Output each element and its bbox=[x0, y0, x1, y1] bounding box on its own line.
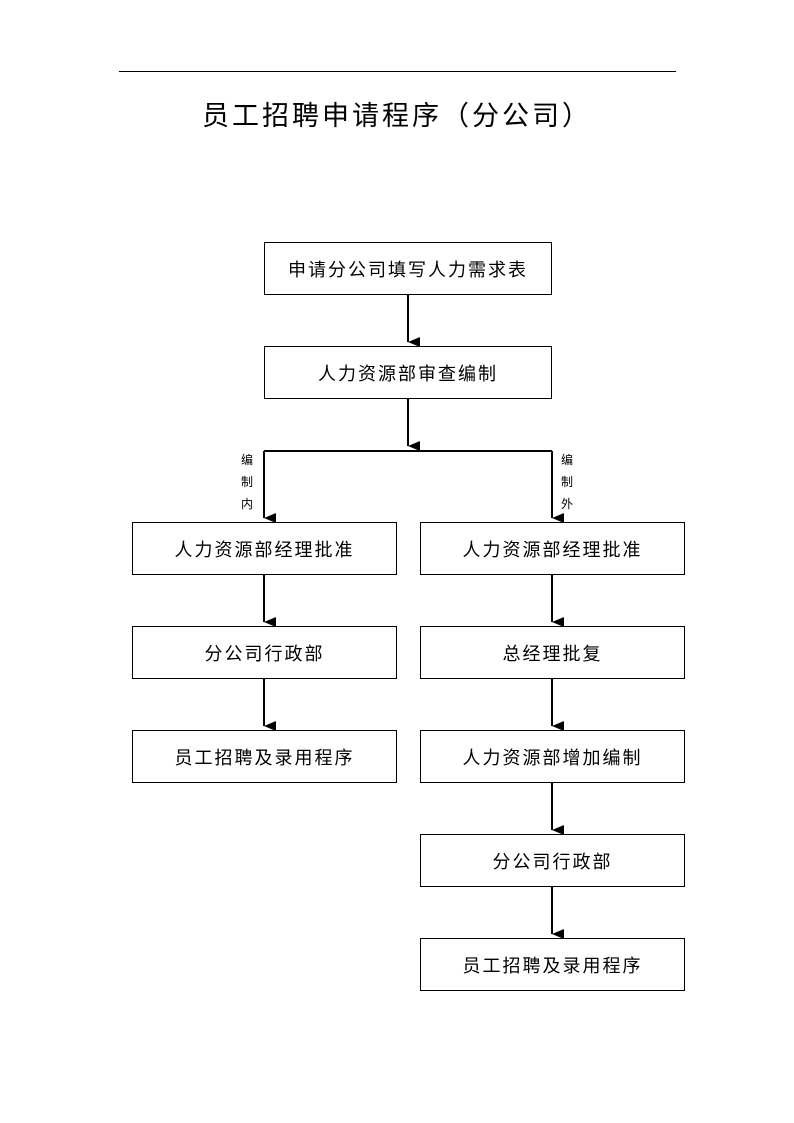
branch-label-in-quota: 编制内 bbox=[240, 453, 253, 511]
node-right-hr-manager-approval: 人力资源部经理批准 bbox=[420, 522, 685, 575]
node-left-branch-admin: 分公司行政部 bbox=[132, 626, 397, 679]
node-right-branch-admin: 分公司行政部 bbox=[420, 834, 685, 887]
page-title: 员工招聘申请程序（分公司） bbox=[202, 101, 592, 132]
node-right-recruitment-procedure: 员工招聘及录用程序 bbox=[420, 938, 685, 991]
node-apply-demand-form: 申请分公司填写人力需求表 bbox=[264, 242, 552, 295]
branch-label-over-quota: 编制外 bbox=[560, 453, 573, 511]
node-left-recruitment-procedure: 员工招聘及录用程序 bbox=[132, 730, 397, 783]
node-left-hr-manager-approval: 人力资源部经理批准 bbox=[132, 522, 397, 575]
node-right-gm-approval: 总经理批复 bbox=[420, 626, 685, 679]
node-right-hr-add-quota: 人力资源部增加编制 bbox=[420, 730, 685, 783]
header-rule bbox=[119, 71, 676, 72]
node-hr-review-quota: 人力资源部审查编制 bbox=[264, 346, 552, 399]
